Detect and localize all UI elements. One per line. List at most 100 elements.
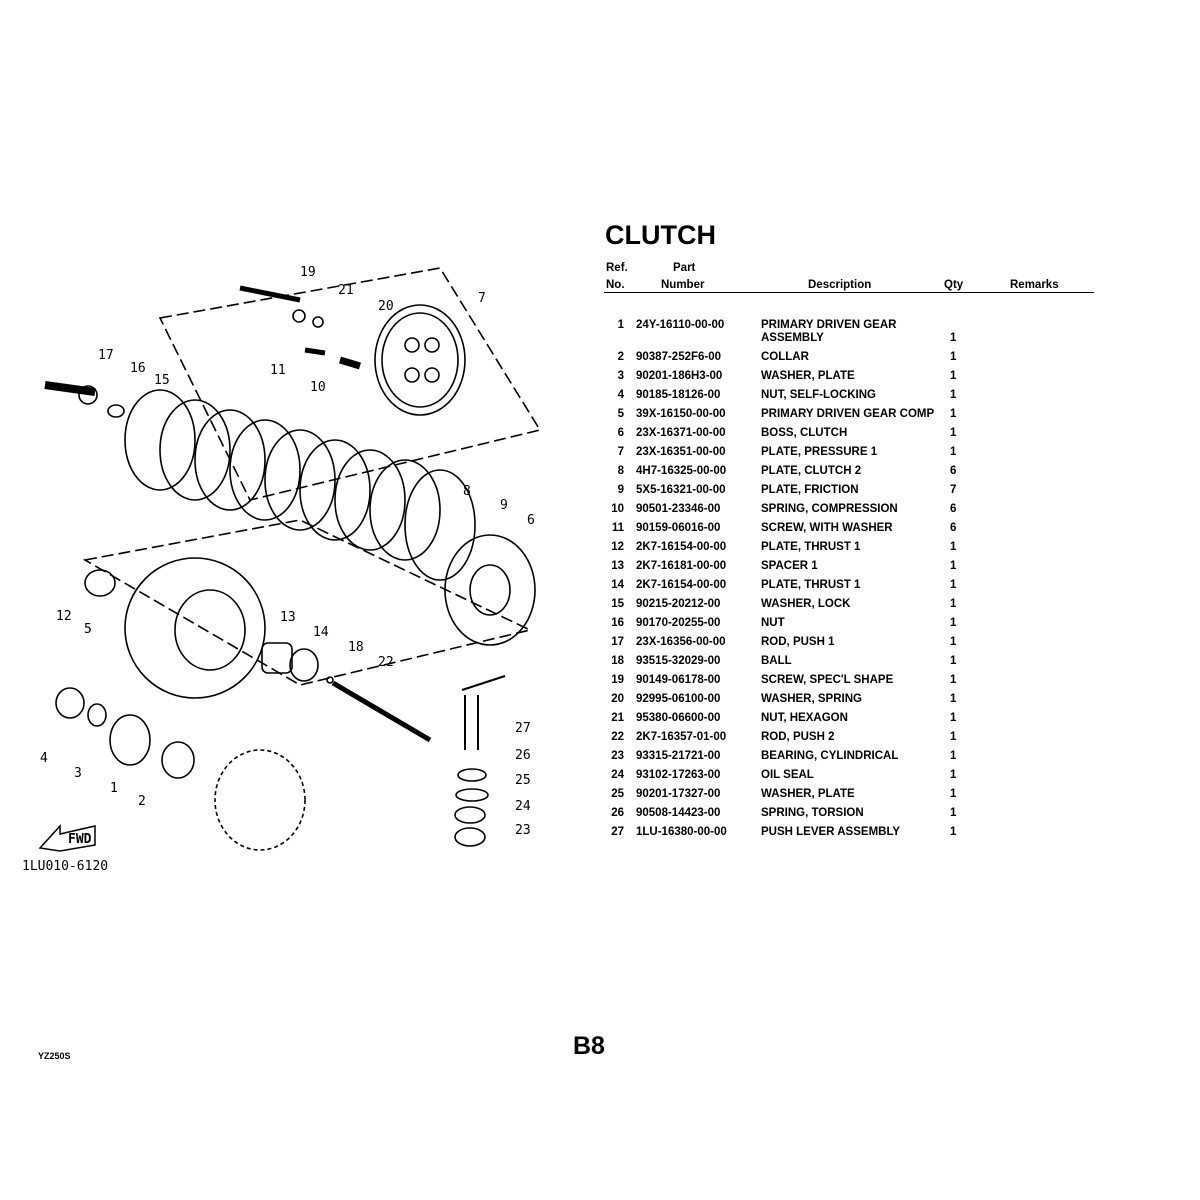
ref-number: 10	[611, 503, 624, 515]
part-number: 90201-17327-00	[636, 788, 721, 800]
callout-19: 19	[300, 265, 316, 280]
part-description: WASHER, PLATE	[761, 370, 855, 382]
part-number: 4H7-16325-00-00	[636, 465, 727, 477]
diagram-code: 1LU010-6120	[22, 859, 108, 874]
part-qty: 1	[950, 674, 957, 686]
callout-27: 27	[515, 721, 531, 736]
ref-number: 17	[611, 636, 624, 648]
header-divider	[604, 292, 1094, 293]
page-title: CLUTCH	[605, 220, 716, 250]
part-description: PLATE, THRUST 1	[761, 579, 861, 591]
part-description: WASHER, LOCK	[761, 598, 851, 610]
part-description: PRIMARY DRIVEN GEAR	[761, 319, 897, 331]
part-number: 90159-06016-00	[636, 522, 721, 534]
part-qty: 1	[950, 693, 957, 705]
callout-8: 8	[463, 484, 471, 499]
page-number: B8	[573, 1032, 605, 1060]
ref-number: 18	[611, 655, 624, 667]
callout-25: 25	[515, 773, 531, 788]
part-description: COLLAR	[761, 351, 809, 363]
callout-13: 13	[280, 610, 296, 625]
part-description: NUT, HEXAGON	[761, 712, 848, 724]
part-number: 95380-06600-00	[636, 712, 721, 724]
part-number: 92995-06100-00	[636, 693, 721, 705]
part-number: 93515-32029-00	[636, 655, 721, 667]
ref-number: 22	[611, 731, 624, 743]
ref-number: 15	[611, 598, 624, 610]
part-qty: 1	[950, 712, 957, 724]
part-number: 90149-06178-00	[636, 674, 721, 686]
callout-15: 15	[154, 373, 170, 388]
callout-12: 12	[56, 609, 72, 624]
header-description: Description	[808, 279, 872, 291]
part-qty: 1	[950, 731, 957, 743]
part-description: NUT	[761, 617, 785, 629]
part-number: 5X5-16321-00-00	[636, 484, 726, 496]
part-number: 90185-18126-00	[636, 389, 721, 401]
callout-16: 16	[130, 361, 146, 376]
part-description: PLATE, CLUTCH 2	[761, 465, 862, 477]
part-number: 90215-20212-00	[636, 598, 721, 610]
part-description: SPRING, TORSION	[761, 807, 864, 819]
part-description: SCREW, SPEC'L SHAPE	[761, 674, 894, 686]
part-number: 39X-16150-00-00	[636, 408, 726, 420]
callout-9: 9	[500, 498, 508, 513]
part-number: 1LU-16380-00-00	[636, 826, 727, 838]
part-number: 2K7-16154-00-00	[636, 541, 727, 553]
part-description: PRIMARY DRIVEN GEAR COMP	[761, 408, 935, 420]
part-qty: 7	[950, 484, 957, 496]
part-qty: 6	[950, 503, 957, 515]
callout-14: 14	[313, 625, 329, 640]
part-description: OIL SEAL	[761, 769, 814, 781]
part-qty: 1	[950, 769, 957, 781]
part-qty: 1	[950, 655, 957, 667]
model-label: YZ250S	[38, 1051, 71, 1061]
callout-22: 22	[378, 655, 394, 670]
callout-6: 6	[527, 513, 535, 528]
ref-number: 4	[617, 389, 624, 401]
part-qty: 1	[950, 579, 957, 591]
part-qty: 6	[950, 522, 957, 534]
clutch-plate-stack	[124, 389, 476, 581]
ref-number: 25	[611, 788, 624, 800]
callout-26: 26	[515, 748, 531, 763]
header-ref-no: No.	[606, 279, 625, 291]
part-qty: 1	[950, 750, 957, 762]
part-qty: 1	[950, 826, 957, 838]
part-number: 93315-21721-00	[636, 750, 721, 762]
callout-5: 5	[84, 622, 92, 637]
part-number: 2K7-16154-00-00	[636, 579, 727, 591]
clutch-boss	[444, 534, 536, 646]
callout-17: 17	[98, 348, 114, 363]
part-qty: 1	[950, 446, 957, 458]
push-rod-22	[331, 680, 432, 743]
part-description: WASHER, SPRING	[761, 693, 862, 705]
part-number: 23X-16351-00-00	[636, 446, 726, 458]
callout-7: 7	[478, 291, 486, 306]
part-description: WASHER, PLATE	[761, 788, 855, 800]
primary-driven-gear	[124, 557, 266, 699]
part-description: SPRING, COMPRESSION	[761, 503, 898, 515]
part-description: PLATE, PRESSURE 1	[761, 446, 878, 458]
part-number: 23X-16356-00-00	[636, 636, 726, 648]
ref-number: 2	[617, 351, 624, 363]
part-qty: 1	[950, 541, 957, 553]
part-description: ROD, PUSH 2	[761, 731, 835, 743]
part-description: SPACER 1	[761, 560, 818, 572]
crankshaft-gear-outline	[214, 749, 306, 851]
